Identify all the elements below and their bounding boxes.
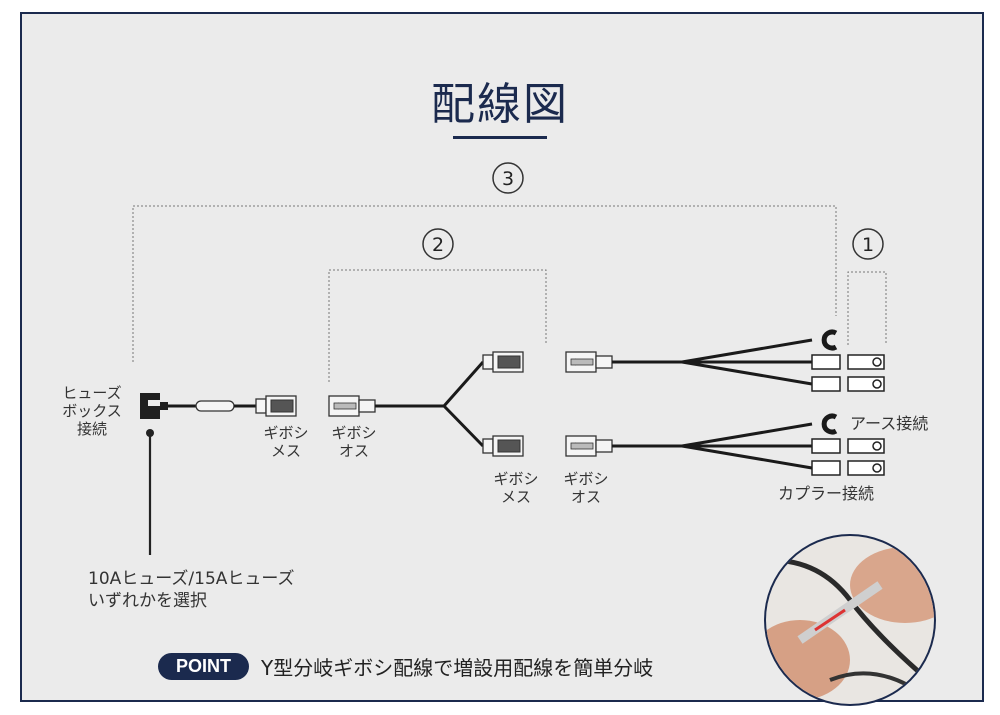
- gibosi-male-label: ギボシ オス: [331, 424, 377, 460]
- gibosi-female-connector-icon: [255, 395, 297, 417]
- earth-terminal-upper-icon: [821, 329, 838, 351]
- bracket-one: [847, 271, 887, 345]
- gibosi-male-label-lower: ギボシ オス: [563, 470, 609, 506]
- fuse-note-line2: いずれかを選択: [88, 591, 207, 611]
- coupler-connection-label: カプラー接続: [778, 484, 875, 503]
- y-split-wire: [375, 361, 485, 448]
- coupler-plug-icon: [847, 376, 885, 392]
- bracket-three: [132, 205, 837, 362]
- fuse-box-label-line3: 接続: [76, 420, 107, 438]
- bracket-two: [328, 269, 547, 382]
- fuse-box-connector-icon: [140, 393, 168, 419]
- gibosi-male-connector-icon: [328, 395, 376, 417]
- fuse-box-label-line1: ヒューズ: [62, 384, 122, 402]
- svg-text:1: 1: [862, 234, 874, 256]
- coupler-plug-icon: [847, 460, 885, 476]
- fuse-box-label-line2: ボックス: [62, 402, 122, 420]
- gibosi-female-label-lower: ギボシ メス: [493, 470, 539, 506]
- inline-fuse-icon: [168, 400, 256, 412]
- earth-connection-label: アース接続: [850, 414, 929, 433]
- coupler-plug-icon: [847, 354, 885, 370]
- coupler-terminal-icon: [811, 460, 841, 476]
- hands-connecting-wires-photo: [764, 534, 936, 706]
- point-badge: POINT: [158, 652, 250, 680]
- earth-terminal-lower-icon: [821, 413, 838, 435]
- gibosi-male-connector-lower-icon: [565, 435, 613, 457]
- coupler-terminal-icon: [811, 376, 841, 392]
- harness-lower: [612, 422, 813, 470]
- svg-text:3: 3: [502, 168, 514, 190]
- gibosi-female-connector-lower-icon: [482, 435, 524, 457]
- marker-one: 1: [852, 228, 884, 260]
- fuse-selection-note: 10Aヒューズ/15Aヒューズ いずれかを選択: [88, 568, 295, 612]
- point-text: Y型分岐ギボシ配線で増設用配線を簡単分岐: [261, 655, 654, 680]
- marker-two: 2: [422, 228, 454, 260]
- coupler-terminal-icon: [811, 438, 841, 454]
- title-underline: [453, 136, 547, 139]
- fuse-box-label: ヒューズ ボックス 接続: [50, 384, 134, 438]
- gibosi-female-label: ギボシ メス: [263, 424, 309, 460]
- marker-three: 3: [492, 162, 524, 194]
- gibosi-female-connector-upper-icon: [482, 351, 524, 373]
- coupler-plug-icon: [847, 438, 885, 454]
- page-title: 配線図: [431, 79, 569, 130]
- fuse-note-line1: 10Aヒューズ/15Aヒューズ: [88, 569, 295, 589]
- point-callout: POINT Y型分岐ギボシ配線で増設用配線を簡単分岐: [158, 650, 653, 682]
- harness-upper: [612, 338, 813, 386]
- gibosi-male-connector-upper-icon: [565, 351, 613, 373]
- svg-text:2: 2: [432, 234, 444, 256]
- coupler-terminal-icon: [811, 354, 841, 370]
